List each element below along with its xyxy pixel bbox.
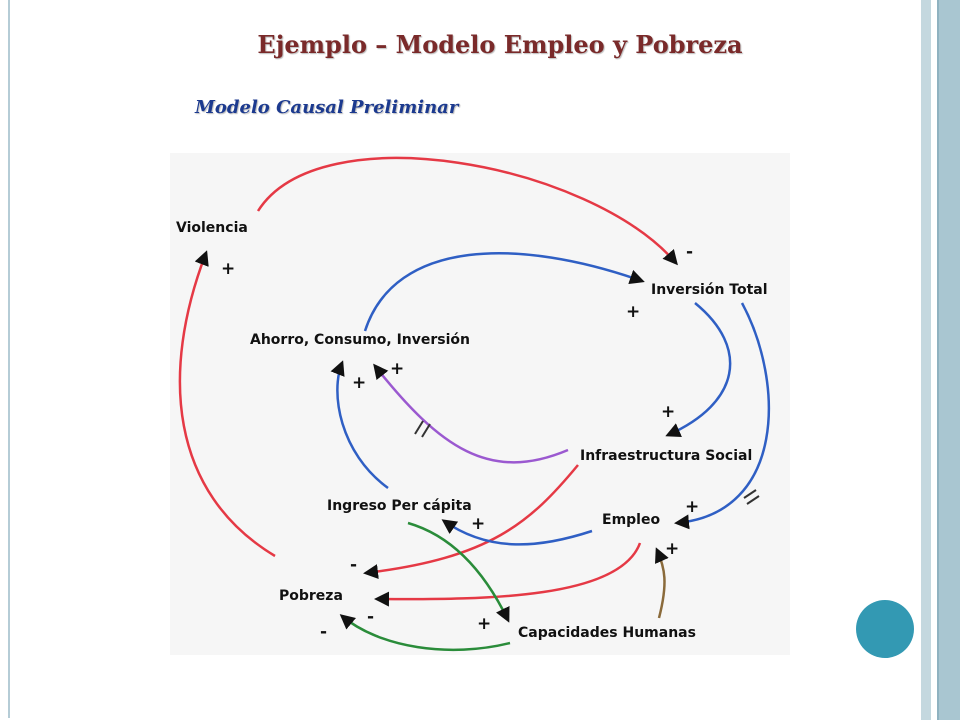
link-inversion-infraestructura bbox=[665, 302, 732, 437]
node-capacidades-humanas: Capacidades Humanas bbox=[518, 625, 696, 641]
link-violencia-inversion bbox=[256, 156, 678, 266]
sign-capacidades-pobreza: - bbox=[320, 622, 327, 642]
sign-pobreza-violencia: + bbox=[221, 259, 235, 279]
sign-ingreso-ahorro: + bbox=[352, 373, 366, 393]
sign-inversion-empleo: + bbox=[685, 497, 699, 517]
delay-mark-blue bbox=[743, 489, 760, 505]
delay-mark-purple bbox=[414, 420, 431, 438]
slide-subtitle: Modelo Causal Preliminar bbox=[195, 97, 459, 118]
sign-empleo-pobreza: - bbox=[367, 607, 374, 627]
link-ahorro-inversion bbox=[363, 252, 645, 332]
sign-inversion-infraestructura: + bbox=[661, 402, 675, 422]
node-ahorro-consumo-inversion: Ahorro, Consumo, Inversión bbox=[250, 332, 470, 348]
sign-ingreso-capacidades: + bbox=[477, 614, 491, 634]
node-violencia: Violencia bbox=[176, 220, 248, 236]
side-bar-gap bbox=[933, 0, 937, 720]
link-capacidades-pobreza bbox=[339, 614, 511, 652]
link-empleo-pobreza bbox=[374, 542, 642, 607]
link-infraestructura-pobreza bbox=[363, 464, 579, 580]
node-empleo: Empleo bbox=[602, 512, 660, 528]
sign-violencia-inversion: - bbox=[686, 242, 693, 262]
node-pobreza: Pobreza bbox=[279, 588, 343, 604]
link-capacidades-empleo bbox=[655, 547, 669, 619]
causal-loop-diagram: Violencia Inversión Total Ahorro, Consum… bbox=[170, 153, 790, 655]
sign-empleo-ingreso: + bbox=[471, 514, 485, 534]
link-empleo-ingreso bbox=[441, 519, 593, 546]
sign-capacidades-empleo: + bbox=[665, 539, 679, 559]
side-bar bbox=[921, 0, 931, 720]
link-ingreso-capacidades bbox=[407, 521, 510, 623]
node-inversion-total: Inversión Total bbox=[651, 282, 768, 298]
sign-infraestructura-pobreza: - bbox=[350, 555, 357, 575]
sign-infraestructura-ahorro: + bbox=[390, 359, 404, 379]
link-ingreso-ahorro bbox=[330, 360, 389, 490]
link-inversion-empleo bbox=[674, 302, 771, 530]
corner-circle-decoration bbox=[856, 600, 914, 658]
slide-title: Ejemplo – Modelo Empleo y Pobreza bbox=[257, 30, 743, 59]
link-pobreza-violencia bbox=[178, 250, 276, 558]
side-bar-outer bbox=[937, 0, 960, 720]
node-ingreso-per-capita: Ingreso Per cápita bbox=[327, 498, 472, 514]
sign-ahorro-inversion: + bbox=[626, 302, 640, 322]
link-infraestructura-ahorro bbox=[373, 363, 569, 464]
node-infraestructura-social: Infraestructura Social bbox=[580, 448, 752, 464]
